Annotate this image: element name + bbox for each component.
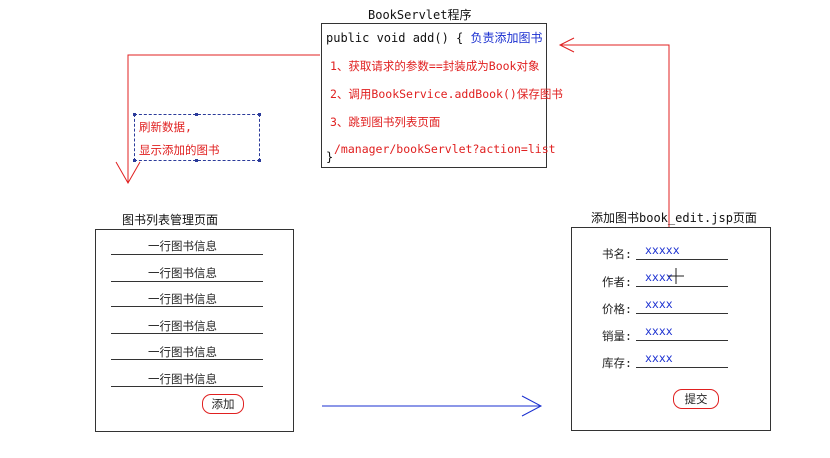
note-handle [195,159,198,162]
field-label-sales: 销量: [602,329,632,343]
step-2: 2、调用BookService.addBook()保存图书 [330,87,563,101]
submit-arrow-head [558,37,575,53]
edit-page-box: 书名: xxxxx 作者: xxxx 价格: xxxx 销量: xxxx 库存:… [571,227,771,431]
closing-brace: } [326,150,334,164]
field-label-author: 作者: [602,275,632,289]
note-handle [133,159,136,162]
servlet-signature: public void add() { 负责添加图书 [326,29,543,46]
field-value-stock[interactable]: xxxx [645,351,673,365]
row-divider [111,359,263,360]
servlet-title: BookServlet程序 [368,8,472,22]
book-row: 一行图书信息 [148,292,217,306]
book-row: 一行图书信息 [148,266,217,280]
note-handle [258,159,261,162]
step-3: 3、跳到图书列表页面 [330,115,441,129]
row-divider [111,254,263,255]
add-arrow-head [521,395,543,417]
note-handle [133,113,136,116]
method-signature: public void add() { [326,31,464,45]
note-line-1: 刷新数据, [139,120,192,134]
redirect-arrow-head [115,161,141,185]
step-1: 1、获取请求的参数==封装成为Book对象 [330,59,540,73]
field-underline [636,367,728,368]
submit-button[interactable]: 提交 [673,389,719,409]
servlet-box: public void add() { 负责添加图书 1、获取请求的参数==封装… [321,23,563,168]
field-label-name: 书名: [602,247,632,261]
field-label-price: 价格: [602,302,632,316]
list-page-box: 一行图书信息 一行图书信息 一行图书信息 一行图书信息 一行图书信息 一行图书信… [95,229,294,432]
field-underline [636,340,728,341]
edit-page-title: 添加图书book_edit.jsp页面 [591,211,757,225]
book-row: 一行图书信息 [148,319,217,333]
field-underline [636,259,728,260]
row-divider [111,386,263,387]
field-value-name[interactable]: xxxxx [645,243,680,257]
submit-arrow [560,44,670,227]
redirect-url: /manager/bookServlet?action=list [334,142,556,156]
field-underline [636,313,728,314]
add-book-button[interactable]: 添加 [202,394,244,414]
note-line-2: 显示添加的图书 [139,143,220,157]
note-handle [195,113,198,116]
field-value-price[interactable]: xxxx [645,297,673,311]
list-page-title: 图书列表管理页面 [122,213,219,227]
field-value-author[interactable]: xxxx [645,270,673,284]
row-divider [111,333,263,334]
field-underline [636,286,728,287]
method-comment: 负责添加图书 [470,31,543,45]
field-value-sales[interactable]: xxxx [645,324,673,338]
field-label-stock: 库存: [602,356,632,370]
book-row: 一行图书信息 [148,372,217,386]
note-handle [258,113,261,116]
book-row: 一行图书信息 [148,345,217,359]
redirect-arrow [127,54,320,183]
row-divider [111,281,263,282]
book-row: 一行图书信息 [148,239,217,253]
row-divider [111,306,263,307]
